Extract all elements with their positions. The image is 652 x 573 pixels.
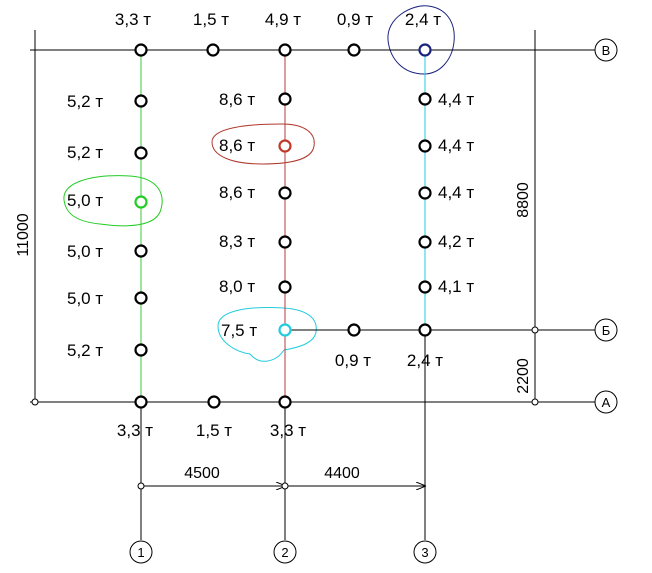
green-highlight-outline	[63, 175, 163, 227]
axis-markers	[129, 38, 618, 564]
axis-marker-b	[594, 318, 618, 342]
load-label-bottom-3: 3,3 т	[270, 421, 306, 440]
load-label-axis1-6: 5,2 т	[67, 341, 103, 360]
dimension-ticks	[31, 326, 539, 490]
load-label-top-3: 4,9 т	[265, 10, 301, 29]
axis-marker-3	[413, 540, 437, 564]
load-label-top-2: 1,5 т	[193, 10, 229, 29]
load-label-bottom-1: 3,3 т	[117, 421, 153, 440]
dimension-8800: 8800	[515, 182, 532, 218]
load-label-axis3-2: 4,4 т	[438, 136, 474, 155]
dimension-4500: 4500	[184, 465, 220, 482]
axis-label-3: 3	[421, 545, 428, 560]
load-node	[418, 92, 432, 106]
load-node	[134, 195, 148, 209]
load-label-row-b-2: 2,4 т	[407, 351, 443, 370]
axis-label-1: 1	[137, 545, 144, 560]
load-label-top-4: 0,9 т	[337, 10, 373, 29]
dimension-2200: 2200	[515, 358, 532, 394]
axis-label-v: В	[602, 43, 611, 58]
load-label-bottom-2: 1,5 т	[196, 421, 232, 440]
grid-lines	[30, 49, 596, 540]
axis-label-2: 2	[281, 545, 288, 560]
load-label-axis2-2: 8,6 т	[219, 136, 255, 155]
blue-highlight-outline	[387, 5, 455, 75]
load-label-axis2-3: 8,6 т	[219, 183, 255, 202]
load-node	[278, 280, 292, 294]
load-node	[134, 244, 148, 258]
load-node	[278, 395, 292, 409]
load-node	[134, 291, 148, 305]
load-label-axis2-4: 8,3 т	[219, 232, 255, 251]
load-label-axis3-3: 4,4 т	[438, 183, 474, 202]
load-label-axis2-6: 7,5 т	[221, 321, 257, 340]
load-label-axis1-3: 5,0 т	[67, 191, 103, 210]
load-label-axis3-4: 4,2 т	[438, 232, 474, 251]
axis-marker-2	[273, 540, 297, 564]
load-node	[347, 323, 361, 337]
load-node	[278, 235, 292, 249]
axis-marker-1	[129, 540, 153, 564]
load-node	[418, 43, 432, 57]
dimension-11000: 11000	[15, 213, 32, 256]
load-node	[418, 280, 432, 294]
load-node	[134, 395, 148, 409]
load-node	[134, 94, 148, 108]
load-label-axis1-1: 5,2 т	[67, 92, 103, 111]
dimension-4400: 4400	[324, 465, 360, 482]
load-label-axis3-1: 4,4 т	[438, 90, 474, 109]
load-label-axis2-5: 8,0 т	[219, 277, 255, 296]
load-label-row-b-1: 0,9 т	[335, 351, 371, 370]
load-label-axis3-5: 4,1 т	[438, 277, 474, 296]
axis-marker-v	[594, 38, 618, 62]
axis-label-b: Б	[602, 323, 611, 338]
load-nodes	[134, 43, 432, 409]
load-node	[278, 92, 292, 106]
cyan-highlight-outline	[217, 307, 317, 362]
axis-marker-a	[594, 390, 618, 414]
load-label-axis2-1: 8,6 т	[219, 90, 255, 109]
load-node	[418, 235, 432, 249]
load-node	[278, 186, 292, 200]
load-node	[278, 323, 292, 337]
load-node	[418, 186, 432, 200]
load-label-top-1: 3,3 т	[115, 10, 151, 29]
load-node	[278, 139, 292, 153]
load-node	[134, 43, 148, 57]
load-node	[134, 343, 148, 357]
load-node	[207, 395, 221, 409]
red-highlight-outline	[211, 123, 315, 165]
load-node	[418, 139, 432, 153]
load-node	[418, 323, 432, 337]
load-label-top-5: 2,4 т	[405, 10, 441, 29]
load-node	[278, 43, 292, 57]
load-node	[134, 146, 148, 160]
load-label-axis1-4: 5,0 т	[67, 242, 103, 261]
axis-label-a: А	[602, 395, 611, 410]
load-label-axis1-2: 5,2 т	[67, 143, 103, 162]
load-label-axis1-5: 5,0 т	[67, 289, 103, 308]
load-node	[206, 43, 220, 57]
load-node	[347, 43, 361, 57]
dimension-lines	[34, 30, 536, 486]
